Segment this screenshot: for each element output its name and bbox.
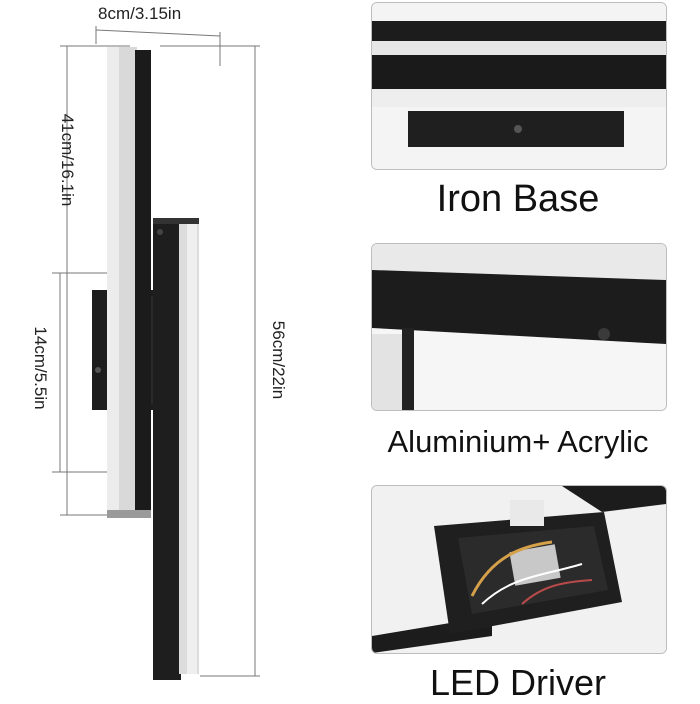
product-dimension-drawing (52, 26, 260, 680)
left-black-frame (135, 50, 151, 516)
detail-photo-aluminium-acrylic (371, 243, 667, 411)
top-length-label: 41cm/16.1in (58, 113, 77, 207)
plate-screw-icon (95, 367, 101, 373)
detail-photo-iron-base (371, 2, 667, 170)
frame-screw-icon (598, 328, 610, 340)
caption-aluminium-acrylic: Aluminium+ Acrylic (387, 424, 649, 459)
dimension-lines (52, 26, 260, 677)
width-label: 8cm/3.15in (98, 4, 182, 23)
base-screw-icon (514, 125, 522, 133)
bar-screw-icon (157, 229, 163, 235)
base-height-label: 14cm/5.5in (31, 326, 50, 410)
right-black-frame (153, 220, 181, 680)
total-height-label: 56cm/22in (269, 320, 288, 400)
caption-led-driver: LED Driver (429, 662, 607, 703)
detail-photo-led-driver (371, 485, 667, 654)
caption-iron-base: Iron Base (436, 178, 600, 220)
